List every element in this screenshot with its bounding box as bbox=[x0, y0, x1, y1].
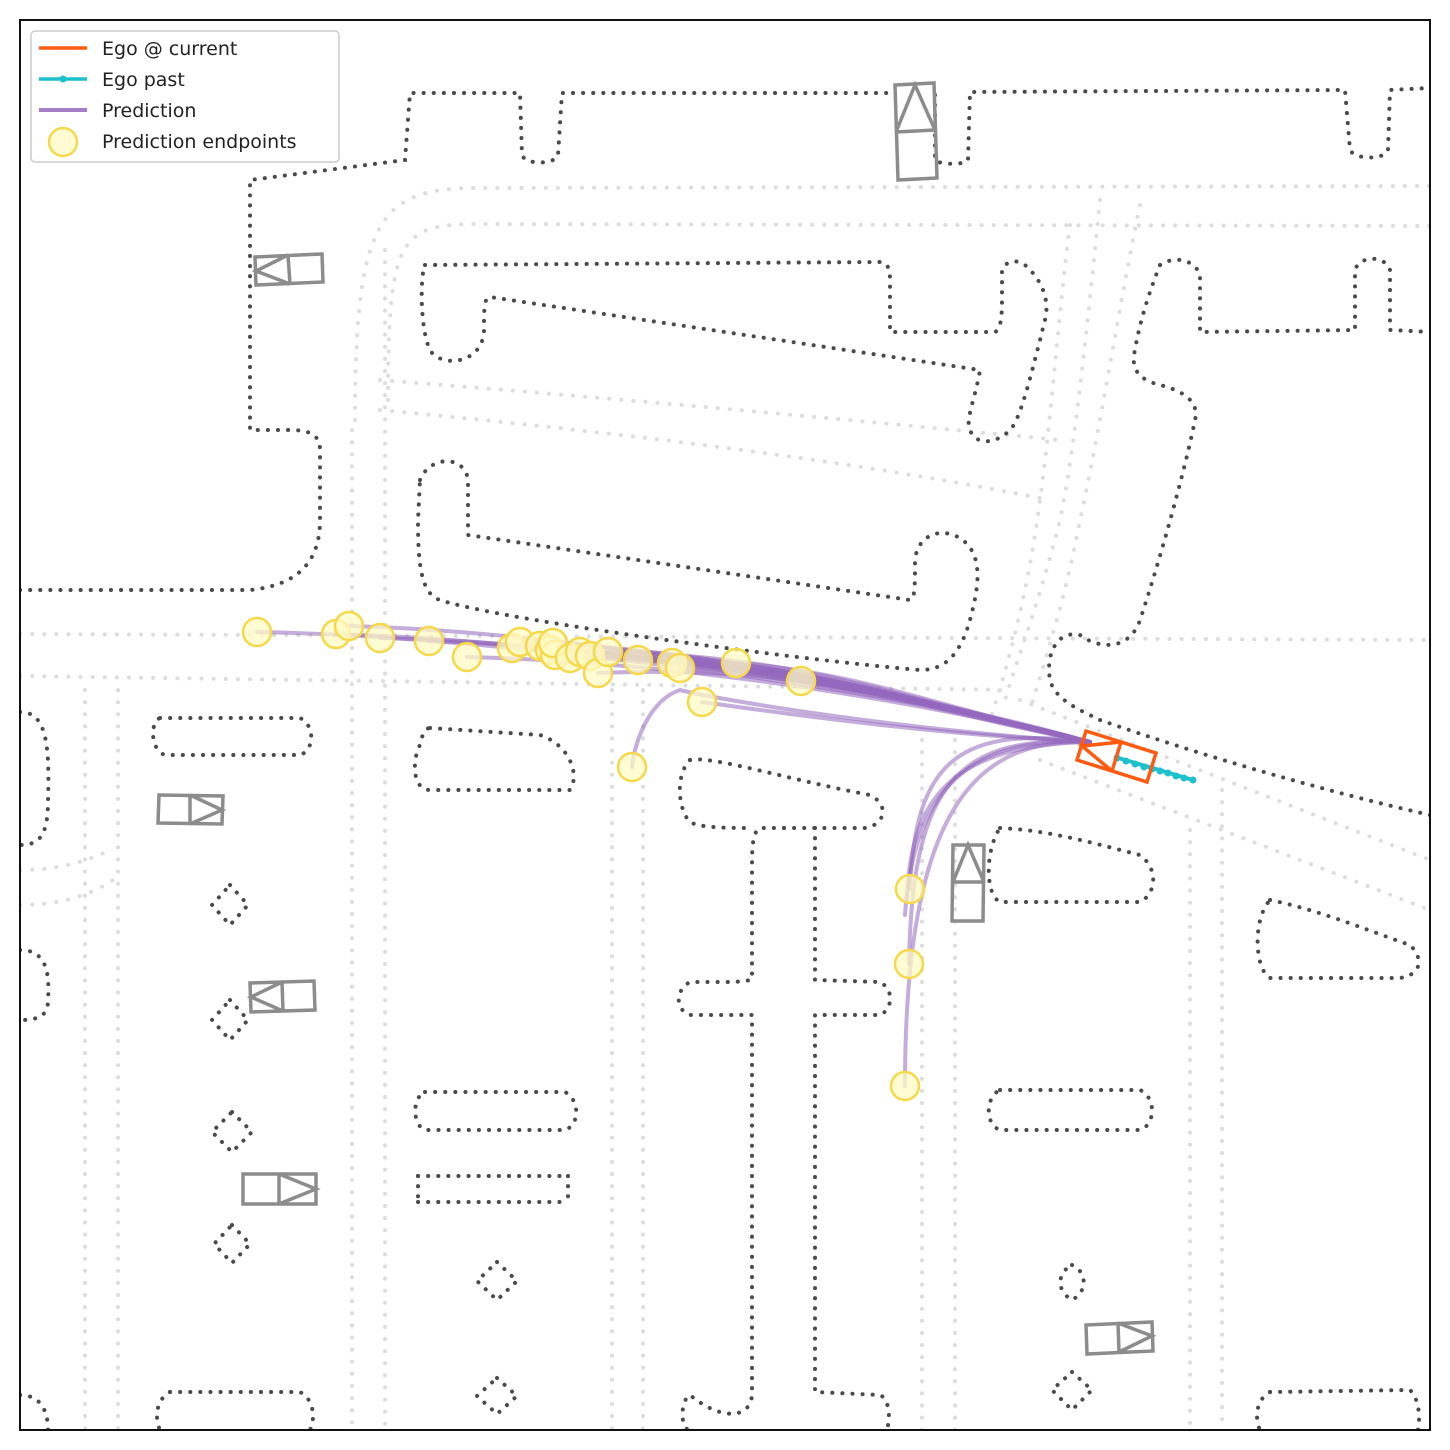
axes-frame bbox=[19, 19, 1431, 1431]
legend-entry-ego-past: Ego past bbox=[39, 69, 185, 91]
agent-vehicle-box-icon bbox=[893, 80, 939, 182]
legend-entry-ego-current: Ego @ current bbox=[39, 38, 237, 60]
agent-vehicle-box-icon bbox=[1084, 1320, 1157, 1356]
agent-vehicle-box-icon bbox=[241, 1172, 321, 1206]
legend-label-prediction: Prediction bbox=[102, 100, 196, 122]
agent-vehicles bbox=[156, 80, 1157, 1356]
legend-box bbox=[30, 30, 340, 163]
agent-vehicle-box-icon bbox=[950, 840, 986, 923]
agent-vehicle-box-icon bbox=[246, 979, 317, 1014]
legend-label-prediction-endpoints: Prediction endpoints bbox=[102, 131, 297, 153]
ego-vehicle-box-icon bbox=[1074, 728, 1159, 785]
legend: Ego @ current Ego past Prediction Predic… bbox=[30, 30, 340, 163]
agent-vehicle-box-icon bbox=[251, 252, 325, 287]
lane-centerlines bbox=[20, 184, 1430, 1430]
agent-vehicle-box-icon bbox=[156, 793, 227, 826]
prediction-endpoints bbox=[241, 610, 926, 1102]
legend-entry-prediction: Prediction bbox=[39, 100, 196, 122]
legend-label-ego-current: Ego @ current bbox=[102, 38, 237, 60]
legend-label-ego-past: Ego past bbox=[102, 69, 185, 91]
legend-entry-prediction-endpoints: Prediction endpoints bbox=[47, 126, 297, 158]
road-boundaries bbox=[20, 86, 1430, 1430]
